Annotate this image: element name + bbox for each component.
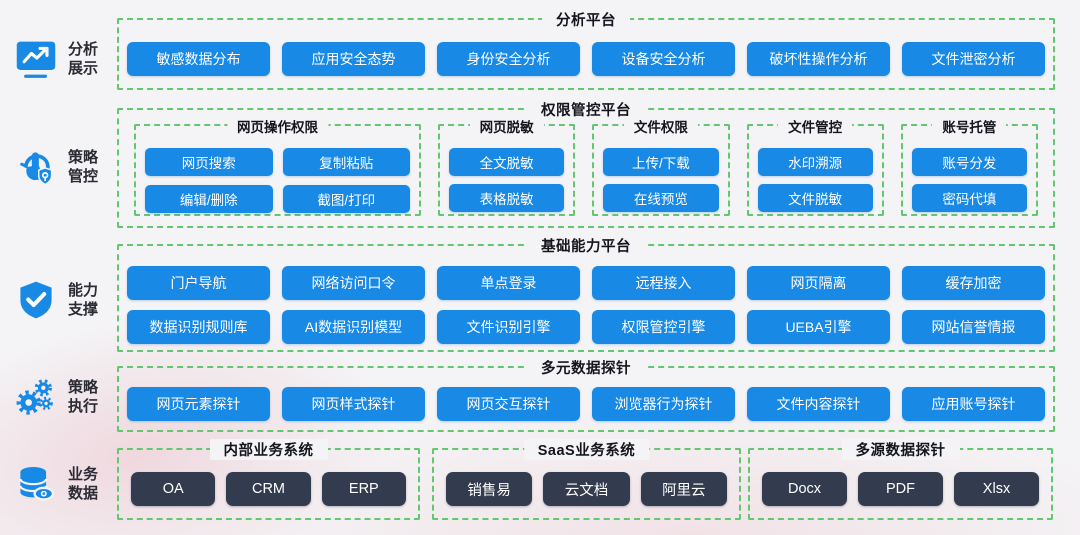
group-title: 文件管控 xyxy=(778,116,853,136)
section-title: 基础能力平台 xyxy=(527,235,645,256)
node-destructive-operation-analysis: 破坏性操作分析 xyxy=(747,42,890,76)
section-title: 内部业务系统 xyxy=(209,439,328,460)
sidebar-label: 业务 数据 xyxy=(68,465,98,503)
section-data-probes: 多元数据探针 网页元素探针 网页样式探针 网页交互探针 浏览器行为探针 文件内容… xyxy=(117,357,1055,432)
sidebar-label-line: 策略 xyxy=(68,379,99,396)
gears-icon xyxy=(14,375,58,419)
section-title: 权限管控平台 xyxy=(527,99,645,120)
sidebar-item-policy-control: 策略 管控 xyxy=(14,144,98,190)
section-title: 分析平台 xyxy=(542,9,630,30)
node-identity-security-analysis: 身份安全分析 xyxy=(437,42,580,76)
node-table-masking: 表格脱敏 xyxy=(449,184,565,212)
node-app-account-probe: 应用账号探针 xyxy=(902,387,1045,421)
node-web-interaction-probe: 网页交互探针 xyxy=(437,387,580,421)
section-title: 多元数据探针 xyxy=(527,357,645,378)
node-file-content-probe: 文件内容探针 xyxy=(747,387,890,421)
sidebar-label-line: 数据 xyxy=(68,485,99,502)
section-basic-capability-platform: 基础能力平台 门户导航 网络访问口令 单点登录 远程接入 网页隔离 缓存加密 数… xyxy=(117,235,1055,352)
group-title: 网页脱敏 xyxy=(469,116,544,136)
section-analysis-platform: 分析平台 敏感数据分布 应用安全态势 身份安全分析 设备安全分析 破坏性操作分析… xyxy=(117,9,1055,90)
hand-control-icon xyxy=(14,145,58,189)
node-pdf: PDF xyxy=(858,472,943,506)
sidebar-label-line: 管控 xyxy=(68,168,99,185)
node-account-distribution: 账号分发 xyxy=(911,148,1027,176)
group-file-permission: 文件权限 上传/下载 在线预览 xyxy=(592,116,730,216)
node-xiaoshouyi: 销售易 xyxy=(446,472,533,506)
sidebar-label: 策略 执行 xyxy=(68,378,98,416)
sidebar-item-analysis-display: 分析 展示 xyxy=(14,36,98,82)
sidebar-label-line: 分析 xyxy=(68,41,99,58)
node-docx: Docx xyxy=(762,472,847,506)
group-account-hosting: 账号托管 账号分发 密码代填 xyxy=(900,116,1038,216)
node-web-element-probe: 网页元素探针 xyxy=(127,387,270,421)
node-password-autofill: 密码代填 xyxy=(911,184,1027,212)
node-file-leak-analysis: 文件泄密分析 xyxy=(902,42,1045,76)
group-title: 网页操作权限 xyxy=(227,116,328,136)
node-web-isolation: 网页隔离 xyxy=(747,266,890,300)
node-upload-download: 上传/下载 xyxy=(603,148,719,176)
node-remote-access: 远程接入 xyxy=(592,266,735,300)
node-single-sign-on: 单点登录 xyxy=(437,266,580,300)
sidebar-label: 分析 展示 xyxy=(68,40,98,78)
node-cache-encryption: 缓存加密 xyxy=(902,266,1045,300)
sidebar-label-line: 展示 xyxy=(68,60,99,77)
node-erp: ERP xyxy=(321,472,406,506)
database-eye-icon xyxy=(14,462,58,506)
node-crm: CRM xyxy=(226,472,311,506)
node-network-access-password: 网络访问口令 xyxy=(282,266,425,300)
node-device-security-analysis: 设备安全分析 xyxy=(592,42,735,76)
section-multisource-data-probe-files: 多源数据探针 Docx PDF Xlsx xyxy=(748,439,1053,520)
node-screenshot-print: 截图/打印 xyxy=(282,185,410,213)
group-web-operation-permission: 网页操作权限 网页搜索 复制粘贴 编辑/删除 截图/打印 xyxy=(134,116,421,216)
group-title: 文件权限 xyxy=(623,116,698,136)
node-xlsx: Xlsx xyxy=(954,472,1039,506)
group-web-masking: 网页脱敏 全文脱敏 表格脱敏 xyxy=(438,116,576,216)
section-internal-business-systems: 内部业务系统 OA CRM ERP xyxy=(117,439,420,520)
node-sensitive-data-distribution: 敏感数据分布 xyxy=(127,42,270,76)
node-file-recognition-engine: 文件识别引擎 xyxy=(437,310,580,344)
node-fulltext-masking: 全文脱敏 xyxy=(449,148,565,176)
node-ueba-engine: UEBA引擎 xyxy=(747,310,890,344)
sidebar-label-line: 执行 xyxy=(68,398,99,415)
node-oa: OA xyxy=(131,472,216,506)
sidebar-label-line: 支撑 xyxy=(68,301,99,318)
node-website-reputation-intel: 网站信誉情报 xyxy=(902,310,1045,344)
sidebar-label-line: 业务 xyxy=(68,466,99,483)
node-web-style-probe: 网页样式探针 xyxy=(282,387,425,421)
sidebar-item-capability-support: 能力 支撑 xyxy=(14,277,98,323)
section-title: 多源数据探针 xyxy=(841,439,960,460)
node-file-masking: 文件脱敏 xyxy=(757,184,873,212)
node-app-security-posture: 应用安全态势 xyxy=(282,42,425,76)
sidebar-label: 策略 管控 xyxy=(68,148,98,186)
group-title: 账号托管 xyxy=(932,116,1007,136)
node-aliyun: 阿里云 xyxy=(640,472,727,506)
section-permission-platform: 权限管控平台 网页操作权限 网页搜索 复制粘贴 编辑/删除 截图/打印 网页脱敏… xyxy=(117,99,1055,228)
node-data-recognition-rules: 数据识别规则库 xyxy=(127,310,270,344)
sidebar-label: 能力 支撑 xyxy=(68,281,98,319)
sidebar-item-business-data: 业务 数据 xyxy=(14,461,98,507)
node-cloud-docs: 云文档 xyxy=(543,472,630,506)
node-browser-behavior-probe: 浏览器行为探针 xyxy=(592,387,735,421)
node-edit-delete: 编辑/删除 xyxy=(145,185,273,213)
group-file-control: 文件管控 水印溯源 文件脱敏 xyxy=(746,116,884,216)
chart-monitor-icon xyxy=(14,37,58,81)
sidebar-item-policy-execution: 策略 执行 xyxy=(14,374,98,420)
node-portal-navigation: 门户导航 xyxy=(127,266,270,300)
node-online-preview: 在线预览 xyxy=(603,184,719,212)
node-permission-control-engine: 权限管控引擎 xyxy=(592,310,735,344)
shield-check-icon xyxy=(14,278,58,322)
sidebar-label-line: 策略 xyxy=(68,149,99,166)
sidebar-label-line: 能力 xyxy=(68,282,99,299)
node-web-search: 网页搜索 xyxy=(145,148,273,176)
node-ai-data-recognition-model: AI数据识别模型 xyxy=(282,310,425,344)
section-saas-business-systems: SaaS业务系统 销售易 云文档 阿里云 xyxy=(432,439,741,520)
section-title: SaaS业务系统 xyxy=(523,439,650,460)
node-watermark-trace: 水印溯源 xyxy=(757,148,873,176)
node-copy-paste: 复制粘贴 xyxy=(282,148,410,176)
